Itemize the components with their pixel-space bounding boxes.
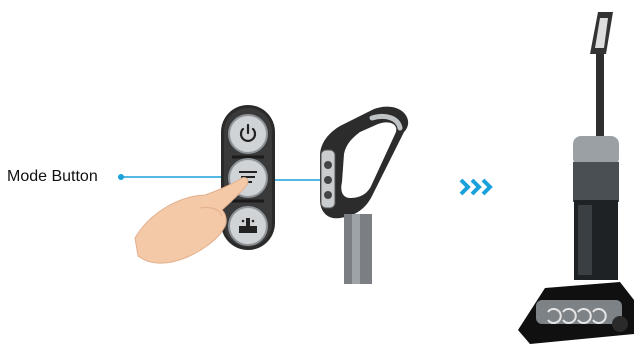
- power-button[interactable]: [229, 115, 267, 153]
- triple-chevron-right-icon: [461, 180, 490, 194]
- handle-closeup: [320, 107, 408, 284]
- vacuum-cleaner-illustration: [518, 12, 634, 344]
- control-panel: [221, 105, 275, 250]
- self-clean-button[interactable]: [229, 207, 267, 245]
